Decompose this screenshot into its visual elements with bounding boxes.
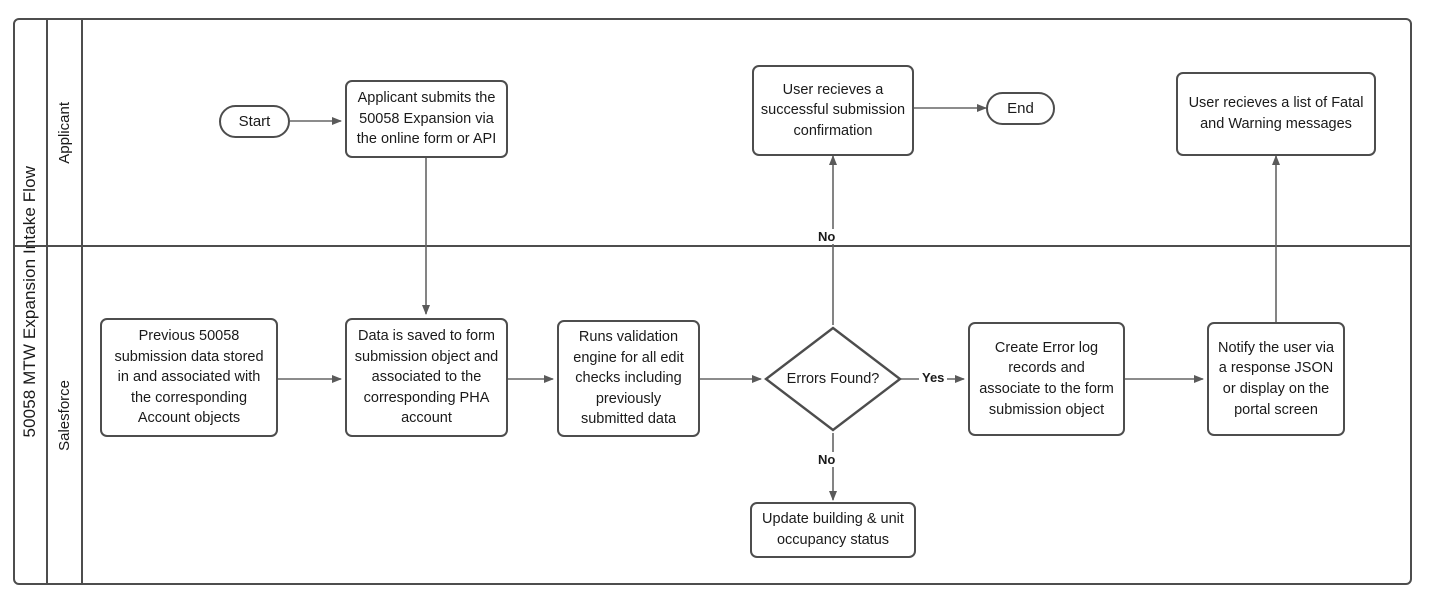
- node-start[interactable]: Start: [219, 105, 290, 138]
- node-success-confirmation-label: User recieves a successful submission co…: [760, 81, 906, 139]
- node-previous-submission-label: Previous 50058 submission data stored in…: [114, 328, 264, 427]
- node-applicant-submits[interactable]: Applicant submits the 50058 Expansion vi…: [345, 80, 508, 158]
- node-notify-user[interactable]: Notify the user via a response JSON or d…: [1207, 322, 1345, 436]
- node-start-label: Start: [238, 112, 271, 130]
- node-fatal-warning-list-label: User recieves a list of Fatal and Warnin…: [1188, 95, 1364, 132]
- node-data-saved[interactable]: Data is saved to form submission object …: [345, 318, 508, 437]
- node-update-occupancy[interactable]: Update building & unit occupancy status: [750, 502, 916, 558]
- node-create-error-log-label: Create Error log records and associate t…: [979, 339, 1114, 418]
- lane-label-applicant: Applicant: [56, 101, 73, 164]
- node-errors-found-label: Errors Found?: [786, 371, 880, 387]
- pool-title: 50058 MTW Expansion Intake Flow: [13, 18, 48, 585]
- node-notify-user-label: Notify the user via a response JSON or d…: [1217, 339, 1335, 418]
- node-previous-submission[interactable]: Previous 50058 submission data stored in…: [100, 318, 278, 437]
- edge-label-yes: Yes: [919, 370, 948, 385]
- lane-header-applicant: Applicant: [48, 19, 83, 246]
- edge-label-no-up: No: [815, 229, 839, 244]
- node-validation-engine[interactable]: Runs validation engine for all edit chec…: [557, 320, 700, 437]
- node-update-occupancy-label: Update building & unit occupancy status: [762, 511, 904, 548]
- node-success-confirmation[interactable]: User recieves a successful submission co…: [752, 65, 914, 156]
- node-end-label: End: [1007, 99, 1034, 117]
- node-fatal-warning-list[interactable]: User recieves a list of Fatal and Warnin…: [1176, 72, 1376, 156]
- node-applicant-submits-label: Applicant submits the 50058 Expansion vi…: [356, 90, 497, 148]
- lane-divider: [13, 245, 1412, 247]
- node-validation-engine-label: Runs validation engine for all edit chec…: [573, 329, 684, 428]
- node-errors-found[interactable]: Errors Found?: [763, 325, 903, 433]
- lane-label-salesforce: Salesforce: [56, 379, 73, 451]
- node-data-saved-label: Data is saved to form submission object …: [354, 328, 499, 427]
- diamond-shape-icon: [764, 326, 902, 432]
- edge-label-no-down: No: [815, 452, 839, 467]
- lane-header-salesforce: Salesforce: [48, 246, 83, 584]
- node-create-error-log[interactable]: Create Error log records and associate t…: [968, 322, 1125, 436]
- node-end[interactable]: End: [986, 92, 1055, 125]
- pool-title-label: 50058 MTW Expansion Intake Flow: [19, 165, 39, 438]
